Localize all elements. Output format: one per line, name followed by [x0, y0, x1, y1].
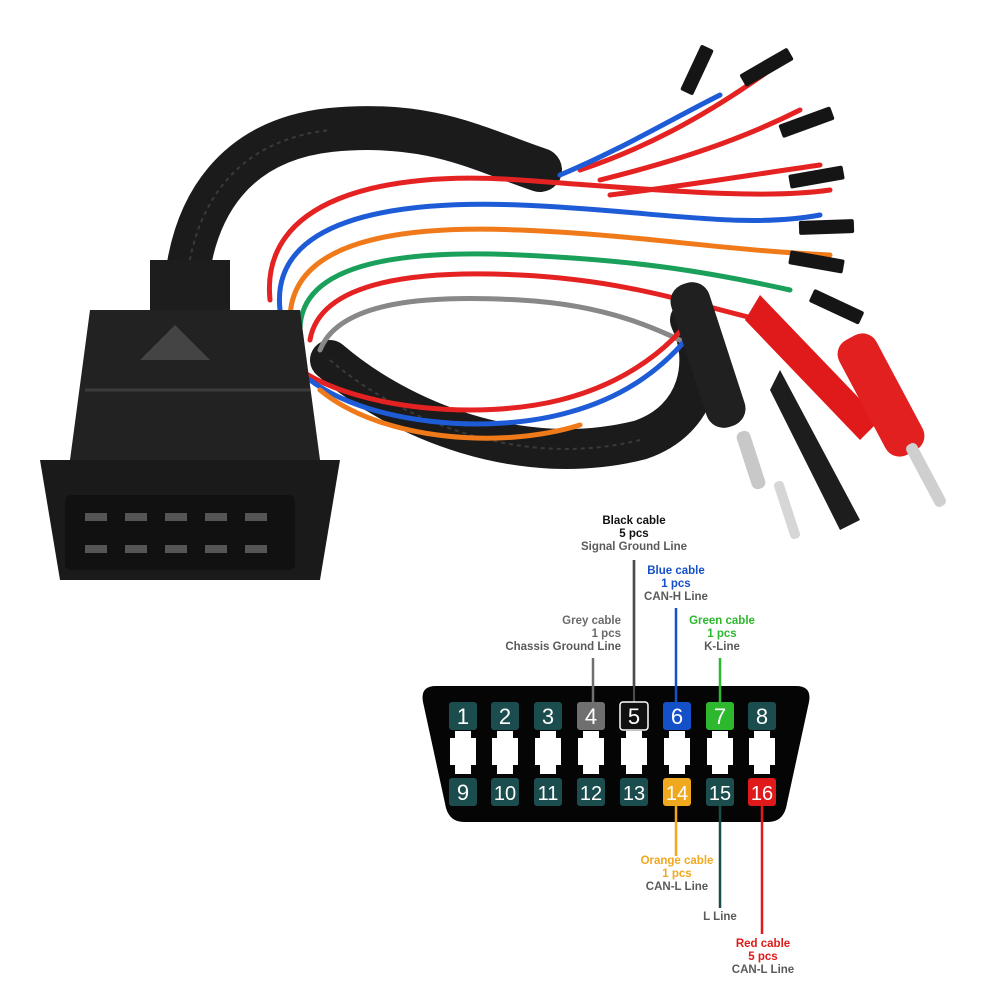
l-line-text: L Line — [703, 911, 737, 923]
pin-number: 11 — [538, 783, 559, 805]
braided-sleeve — [163, 106, 562, 322]
pin-tabs — [450, 731, 775, 774]
pin-tab — [492, 731, 518, 774]
pin-tab — [450, 731, 476, 774]
pin-number: 4 — [585, 704, 597, 729]
pin-number: 12 — [580, 783, 602, 805]
green-cable-label: Green cable 1 pcs K-Line — [676, 615, 768, 654]
pin-number: 8 — [756, 704, 768, 729]
pin-9: 9 — [449, 778, 477, 806]
obd-connector-body — [40, 260, 340, 580]
green-cable-name: Green cable — [689, 615, 755, 627]
pin-number: 15 — [709, 783, 731, 805]
pin-2: 2 — [491, 702, 519, 730]
pin-3: 3 — [534, 702, 562, 730]
pin-13: 13 — [620, 778, 648, 806]
pin-15: 15 — [706, 778, 734, 806]
orange-cable-label: Orange cable 1 pcs CAN-L Line — [626, 855, 728, 894]
black-cable-label: Black cable 5 pcs Signal Ground Line — [573, 515, 695, 554]
pin-8: 8 — [748, 702, 776, 730]
red-cable-label: Red cable 5 pcs CAN-L Line — [716, 938, 810, 977]
grey-cable-line: Chassis Ground Line — [505, 641, 621, 653]
black-banana-plug — [670, 282, 800, 540]
pin-number: 10 — [494, 783, 516, 805]
red-cable-qty: 5 pcs — [748, 951, 778, 963]
orange-cable-line: CAN-L Line — [645, 881, 709, 893]
red-cable-line: CAN-L Line — [731, 964, 795, 976]
grey-cable-label: Grey cable 1 pcs Chassis Ground Line — [487, 615, 621, 654]
pin-10: 10 — [491, 778, 519, 806]
pin-11: 11 — [534, 778, 562, 806]
black-cable-line: Signal Ground Line — [580, 541, 688, 553]
pin-tab — [707, 731, 733, 774]
red-banana-plug — [837, 333, 946, 507]
red-cable-name: Red cable — [735, 938, 791, 950]
pin-tab — [664, 731, 690, 774]
grey-cable-qty: 1 pcs — [591, 628, 621, 640]
pin-12: 12 — [577, 778, 605, 806]
pin-tab — [578, 731, 604, 774]
pin-number: 6 — [671, 704, 683, 729]
grey-cable-name: Grey cable — [562, 615, 621, 627]
pin-number: 5 — [628, 704, 640, 729]
blue-cable-line: CAN-H Line — [644, 591, 708, 603]
pin-7: 7 — [706, 702, 734, 730]
pin-number: 1 — [457, 704, 469, 729]
pin-number: 2 — [499, 704, 511, 729]
black-alligator-clip — [770, 370, 860, 530]
pin-4: 4 — [577, 702, 605, 730]
black-cable-qty: 5 pcs — [619, 528, 649, 540]
pin-number: 13 — [623, 783, 645, 805]
blue-cable-qty: 1 pcs — [661, 578, 691, 590]
green-cable-qty: 1 pcs — [707, 628, 737, 640]
orange-cable-name: Orange cable — [640, 855, 714, 867]
blue-cable-label: Blue cable 1 pcs CAN-H Line — [626, 565, 726, 604]
obd-cable-photo — [40, 45, 946, 580]
pin-1: 1 — [449, 702, 477, 730]
pin-16: 16 — [748, 778, 776, 806]
leader-lines — [591, 560, 764, 934]
pin-5: 5 — [619, 701, 649, 731]
orange-cable-qty: 1 pcs — [662, 868, 692, 880]
pin-6: 6 — [663, 702, 691, 730]
pin-tab — [621, 731, 647, 774]
red-alligator-clip — [745, 295, 880, 440]
pin-tab — [535, 731, 561, 774]
pin-number: 9 — [457, 780, 469, 805]
pin-tab — [749, 731, 775, 774]
pin-number: 14 — [666, 783, 688, 805]
pin-number: 3 — [542, 704, 554, 729]
pin-14: 14 — [663, 778, 691, 806]
l-line-label: L Line — [690, 911, 750, 924]
green-cable-line: K-Line — [704, 641, 740, 653]
pin-number: 16 — [751, 783, 773, 805]
pin-number: 7 — [714, 704, 726, 729]
black-cable-name: Black cable — [602, 515, 666, 527]
blue-cable-name: Blue cable — [647, 565, 705, 577]
